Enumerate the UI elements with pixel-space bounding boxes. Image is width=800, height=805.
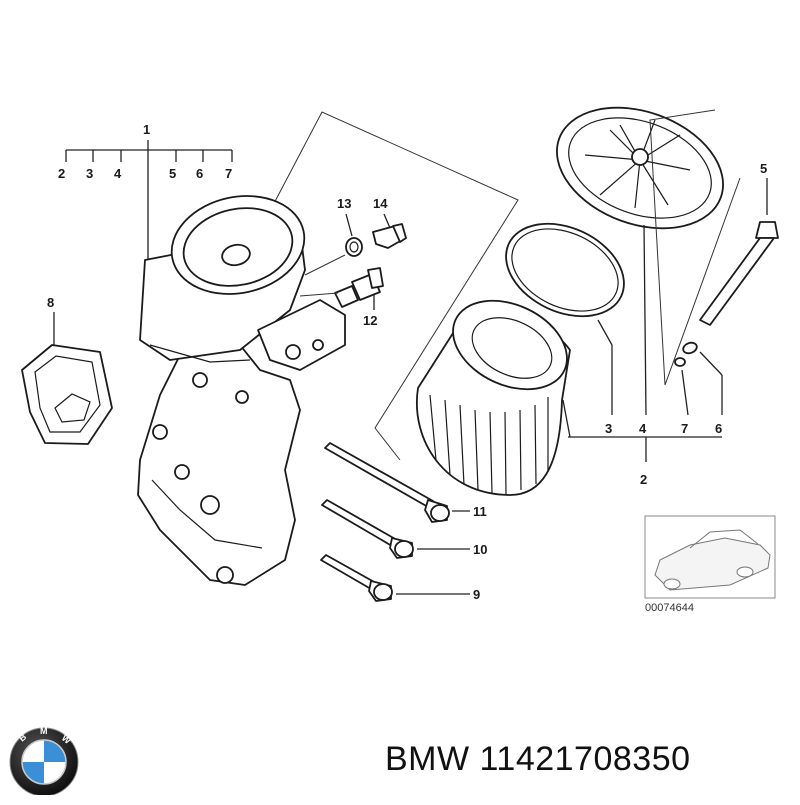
- exploded-view-frame: [239, 111, 519, 461]
- filter-element: [416, 299, 571, 496]
- o-ring-6: [682, 341, 698, 355]
- filter-cover: [556, 106, 724, 230]
- callout-14: 14: [373, 196, 388, 211]
- leader-dashed-b: [299, 292, 339, 297]
- callout-2: 2: [58, 166, 65, 181]
- bmw-roundel-icon: B M W: [9, 726, 79, 797]
- svg-text:B: B: [17, 731, 29, 743]
- callout-12: 12: [363, 313, 377, 328]
- thumbnail-code: 00074644: [645, 602, 694, 614]
- callout-13: 13: [337, 196, 351, 211]
- callout-9: 9: [473, 587, 480, 602]
- bolt-11: [324, 442, 470, 523]
- callout-tree-2: [562, 224, 723, 462]
- gasket-8: [21, 312, 113, 445]
- bmw-logo: B M W: [5, 725, 83, 797]
- bolt-5: [699, 178, 779, 326]
- callout-10: 10: [473, 542, 487, 557]
- oil-pressure-switch-12: [334, 267, 384, 310]
- callout-3: 3: [86, 166, 93, 181]
- callout-4-tree: 4: [639, 421, 647, 436]
- bolt-9: [320, 554, 470, 602]
- callout-7: 7: [225, 166, 232, 181]
- callout-4: 4: [114, 166, 122, 181]
- o-ring-7: [674, 357, 686, 367]
- oil-filter-housing: [137, 195, 346, 586]
- callout-5: 5: [169, 166, 176, 181]
- callout-7-tree: 7: [681, 421, 688, 436]
- sealing-ring-13: [345, 213, 363, 257]
- vehicle-thumbnail: [644, 515, 776, 599]
- callout-tree-1: [65, 140, 233, 270]
- svg-text:M: M: [40, 726, 48, 736]
- callout-6-tree: 6: [715, 421, 722, 436]
- callout-8: 8: [47, 295, 54, 310]
- callout-3-tree: 3: [605, 421, 612, 436]
- callout-5-bolt: 5: [760, 161, 767, 176]
- bolt-10: [321, 499, 470, 559]
- leader-dashed-a: [304, 254, 346, 276]
- o-ring-large: [505, 222, 625, 318]
- part-number-title: BMW 11421708350: [385, 740, 691, 778]
- screw-plug-14: [372, 213, 407, 249]
- exploded-view-frame-right: [649, 109, 741, 386]
- callout-11: 11: [473, 504, 487, 519]
- callout-1: 1: [143, 122, 150, 137]
- callout-6: 6: [196, 166, 203, 181]
- callout-2-tree: 2: [640, 472, 647, 487]
